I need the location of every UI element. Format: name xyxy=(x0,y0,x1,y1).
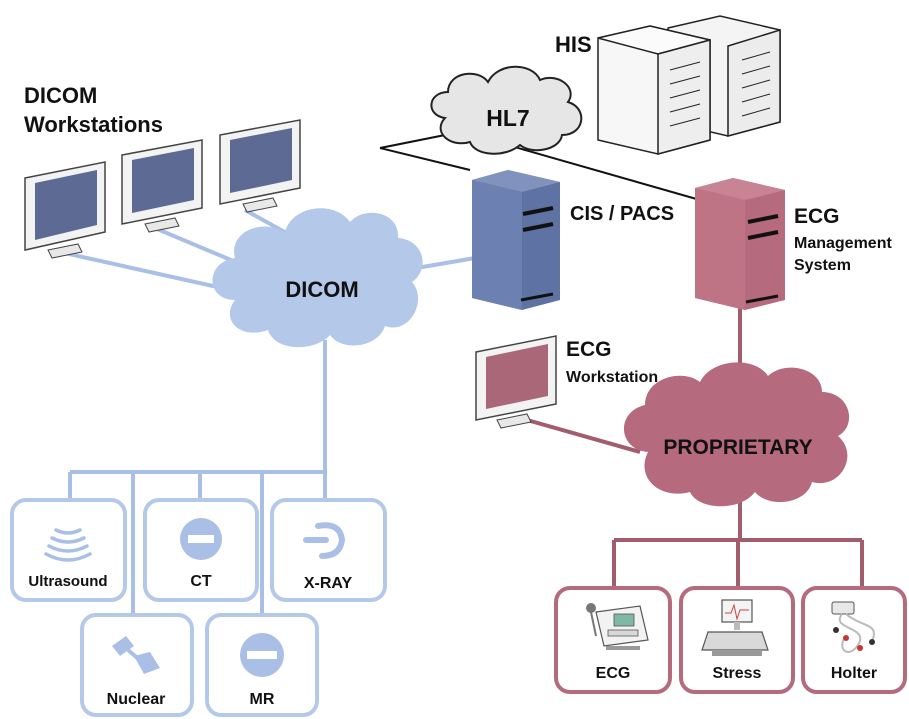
modality-nuclear-label: Nuclear xyxy=(107,691,166,708)
device-box-holter: Holter xyxy=(801,586,907,694)
cis-pacs-label: CIS / PACS xyxy=(570,203,674,225)
modality-box-nuclear: Nuclear xyxy=(80,613,194,717)
ecg-mgmt-label-line2: Management xyxy=(794,235,892,252)
holter-monitor-icon xyxy=(831,601,875,653)
dicom-cloud: DICOM xyxy=(212,208,423,348)
dicom-workstations-label-line1: DICOM xyxy=(24,83,97,108)
device-holter-label: Holter xyxy=(831,665,877,682)
dicom-workstation-monitor-3 xyxy=(219,119,301,213)
proprietary-cloud: PROPRIETARY xyxy=(623,362,850,507)
proprietary-cloud-label: PROPRIETARY xyxy=(663,436,812,459)
ecg-mgmt-label-line1: ECG xyxy=(794,205,840,228)
modality-ultrasound-label: Ultrasound xyxy=(28,573,107,590)
device-ecg-label: ECG xyxy=(596,665,631,682)
ecg-cart-icon xyxy=(586,603,649,650)
dicom-cloud-label: DICOM xyxy=(285,277,358,302)
device-box-stress: Stress xyxy=(679,586,795,694)
dicom-connections xyxy=(59,208,476,615)
ecg-workstation-label-line1: ECG xyxy=(566,338,612,361)
dicom-workstations-label-line2: Workstations xyxy=(24,112,163,137)
ultrasound-icon xyxy=(44,528,92,562)
hl7-cloud-label: HL7 xyxy=(486,105,529,131)
modality-xray-label: X-RAY xyxy=(304,575,353,592)
device-box-ecg: ECG xyxy=(554,586,672,694)
modality-box-ultrasound: Ultrasound xyxy=(10,498,127,602)
ecg-workstation-monitor xyxy=(475,335,557,429)
modality-box-xray: X-RAY xyxy=(270,498,387,602)
ecg-workstation-label-line2: Workstation xyxy=(566,369,658,386)
device-stress-label: Stress xyxy=(713,665,762,682)
modality-ct-label: CT xyxy=(190,573,212,590)
mr-icon xyxy=(240,633,284,677)
ct-icon xyxy=(180,518,222,560)
his-label: HIS xyxy=(555,32,592,57)
modality-box-mr: MR xyxy=(205,613,319,717)
ecg-management-server-icon xyxy=(695,178,785,310)
modality-mr-label: MR xyxy=(250,691,275,708)
his-server-icon xyxy=(597,15,781,155)
modality-box-ct: CT xyxy=(143,498,259,602)
nuclear-icon xyxy=(112,636,160,674)
dicom-workstation-monitor-2 xyxy=(121,139,203,233)
dicom-workstation-monitor-1 xyxy=(24,161,106,259)
stress-system-icon xyxy=(701,599,769,656)
cis-pacs-server-icon xyxy=(472,170,560,310)
xray-icon xyxy=(303,522,346,559)
ecg-mgmt-label-line3: System xyxy=(794,257,851,274)
hl7-cloud: HL7 xyxy=(430,65,583,155)
